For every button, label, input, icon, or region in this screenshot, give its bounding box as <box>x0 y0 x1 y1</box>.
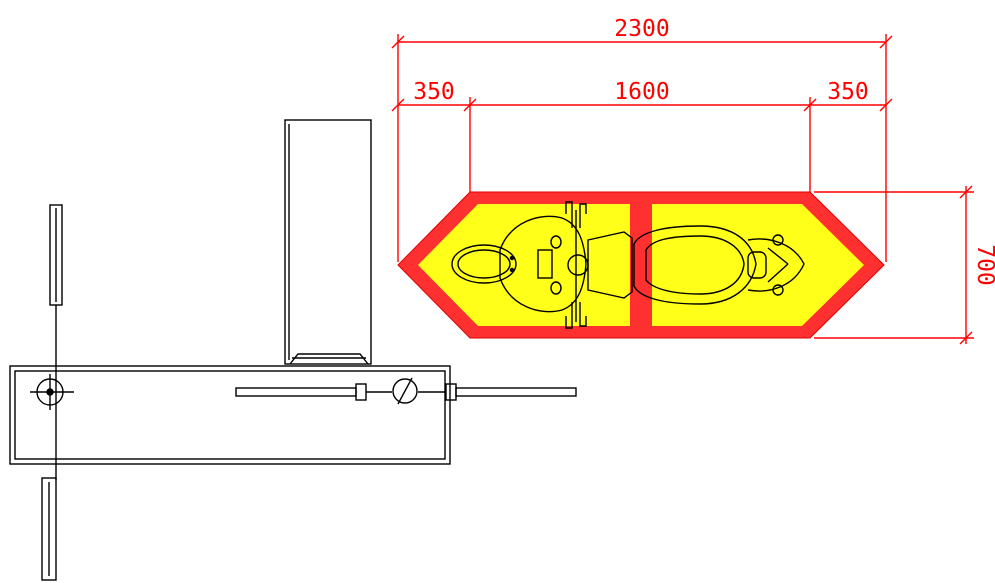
scooter-seat <box>633 225 757 305</box>
barrier-arm-left <box>235 387 357 397</box>
scooter-dash <box>537 249 553 279</box>
barrier-gauge-needle <box>397 377 413 405</box>
dimension-group <box>391 34 974 345</box>
platform-inner <box>14 370 446 460</box>
barrier-gauge <box>392 378 418 404</box>
pad-divider <box>630 195 652 335</box>
scooter-taillight <box>747 251 767 279</box>
equipment-group <box>9 119 577 581</box>
dim-label-center: 1600 <box>614 79 669 105</box>
scooter-front-wheel-inner <box>457 249 511 279</box>
dim-label-overall: 2300 <box>614 16 669 42</box>
dim-tick-height-bottom <box>959 331 973 345</box>
kiosk-outline <box>284 119 372 365</box>
scooter-tail <box>747 238 805 292</box>
scooter-rear-knob-top <box>772 234 784 246</box>
barrier-collar-left <box>355 383 367 401</box>
barrier-arm-right <box>455 387 577 397</box>
scooter-rear-rack <box>767 247 789 265</box>
scooter-footboard <box>587 231 633 299</box>
scooter-grip-bottom <box>565 302 587 329</box>
parking-pad <box>397 191 885 339</box>
kiosk-base <box>289 353 369 365</box>
scooter-headlight-dot-1 <box>509 255 515 261</box>
scooter-icon <box>451 201 805 329</box>
scooter-grip-top <box>565 201 587 228</box>
post-bottom <box>41 477 57 581</box>
crosshair-dot <box>46 388 54 396</box>
barrier-collar-right <box>445 383 457 401</box>
scooter-rear-knob-bottom <box>772 284 784 296</box>
scooter-front-fairing <box>499 215 587 313</box>
dim-label-left-taper: 350 <box>413 79 455 105</box>
platform-outer <box>9 365 451 465</box>
scooter-mirror-top <box>550 235 562 249</box>
scooter-front-wheel <box>451 244 517 284</box>
scooter-seat-inner <box>645 235 745 295</box>
scooter-rear-rack-2 <box>767 263 789 283</box>
dim-label-height: 700 <box>972 244 995 286</box>
dim-tick-height-top <box>959 185 973 199</box>
scooter-headlight-dot-2 <box>509 267 515 273</box>
dim-label-right-taper: 350 <box>827 79 869 105</box>
scooter-mirror-bottom <box>550 281 562 295</box>
